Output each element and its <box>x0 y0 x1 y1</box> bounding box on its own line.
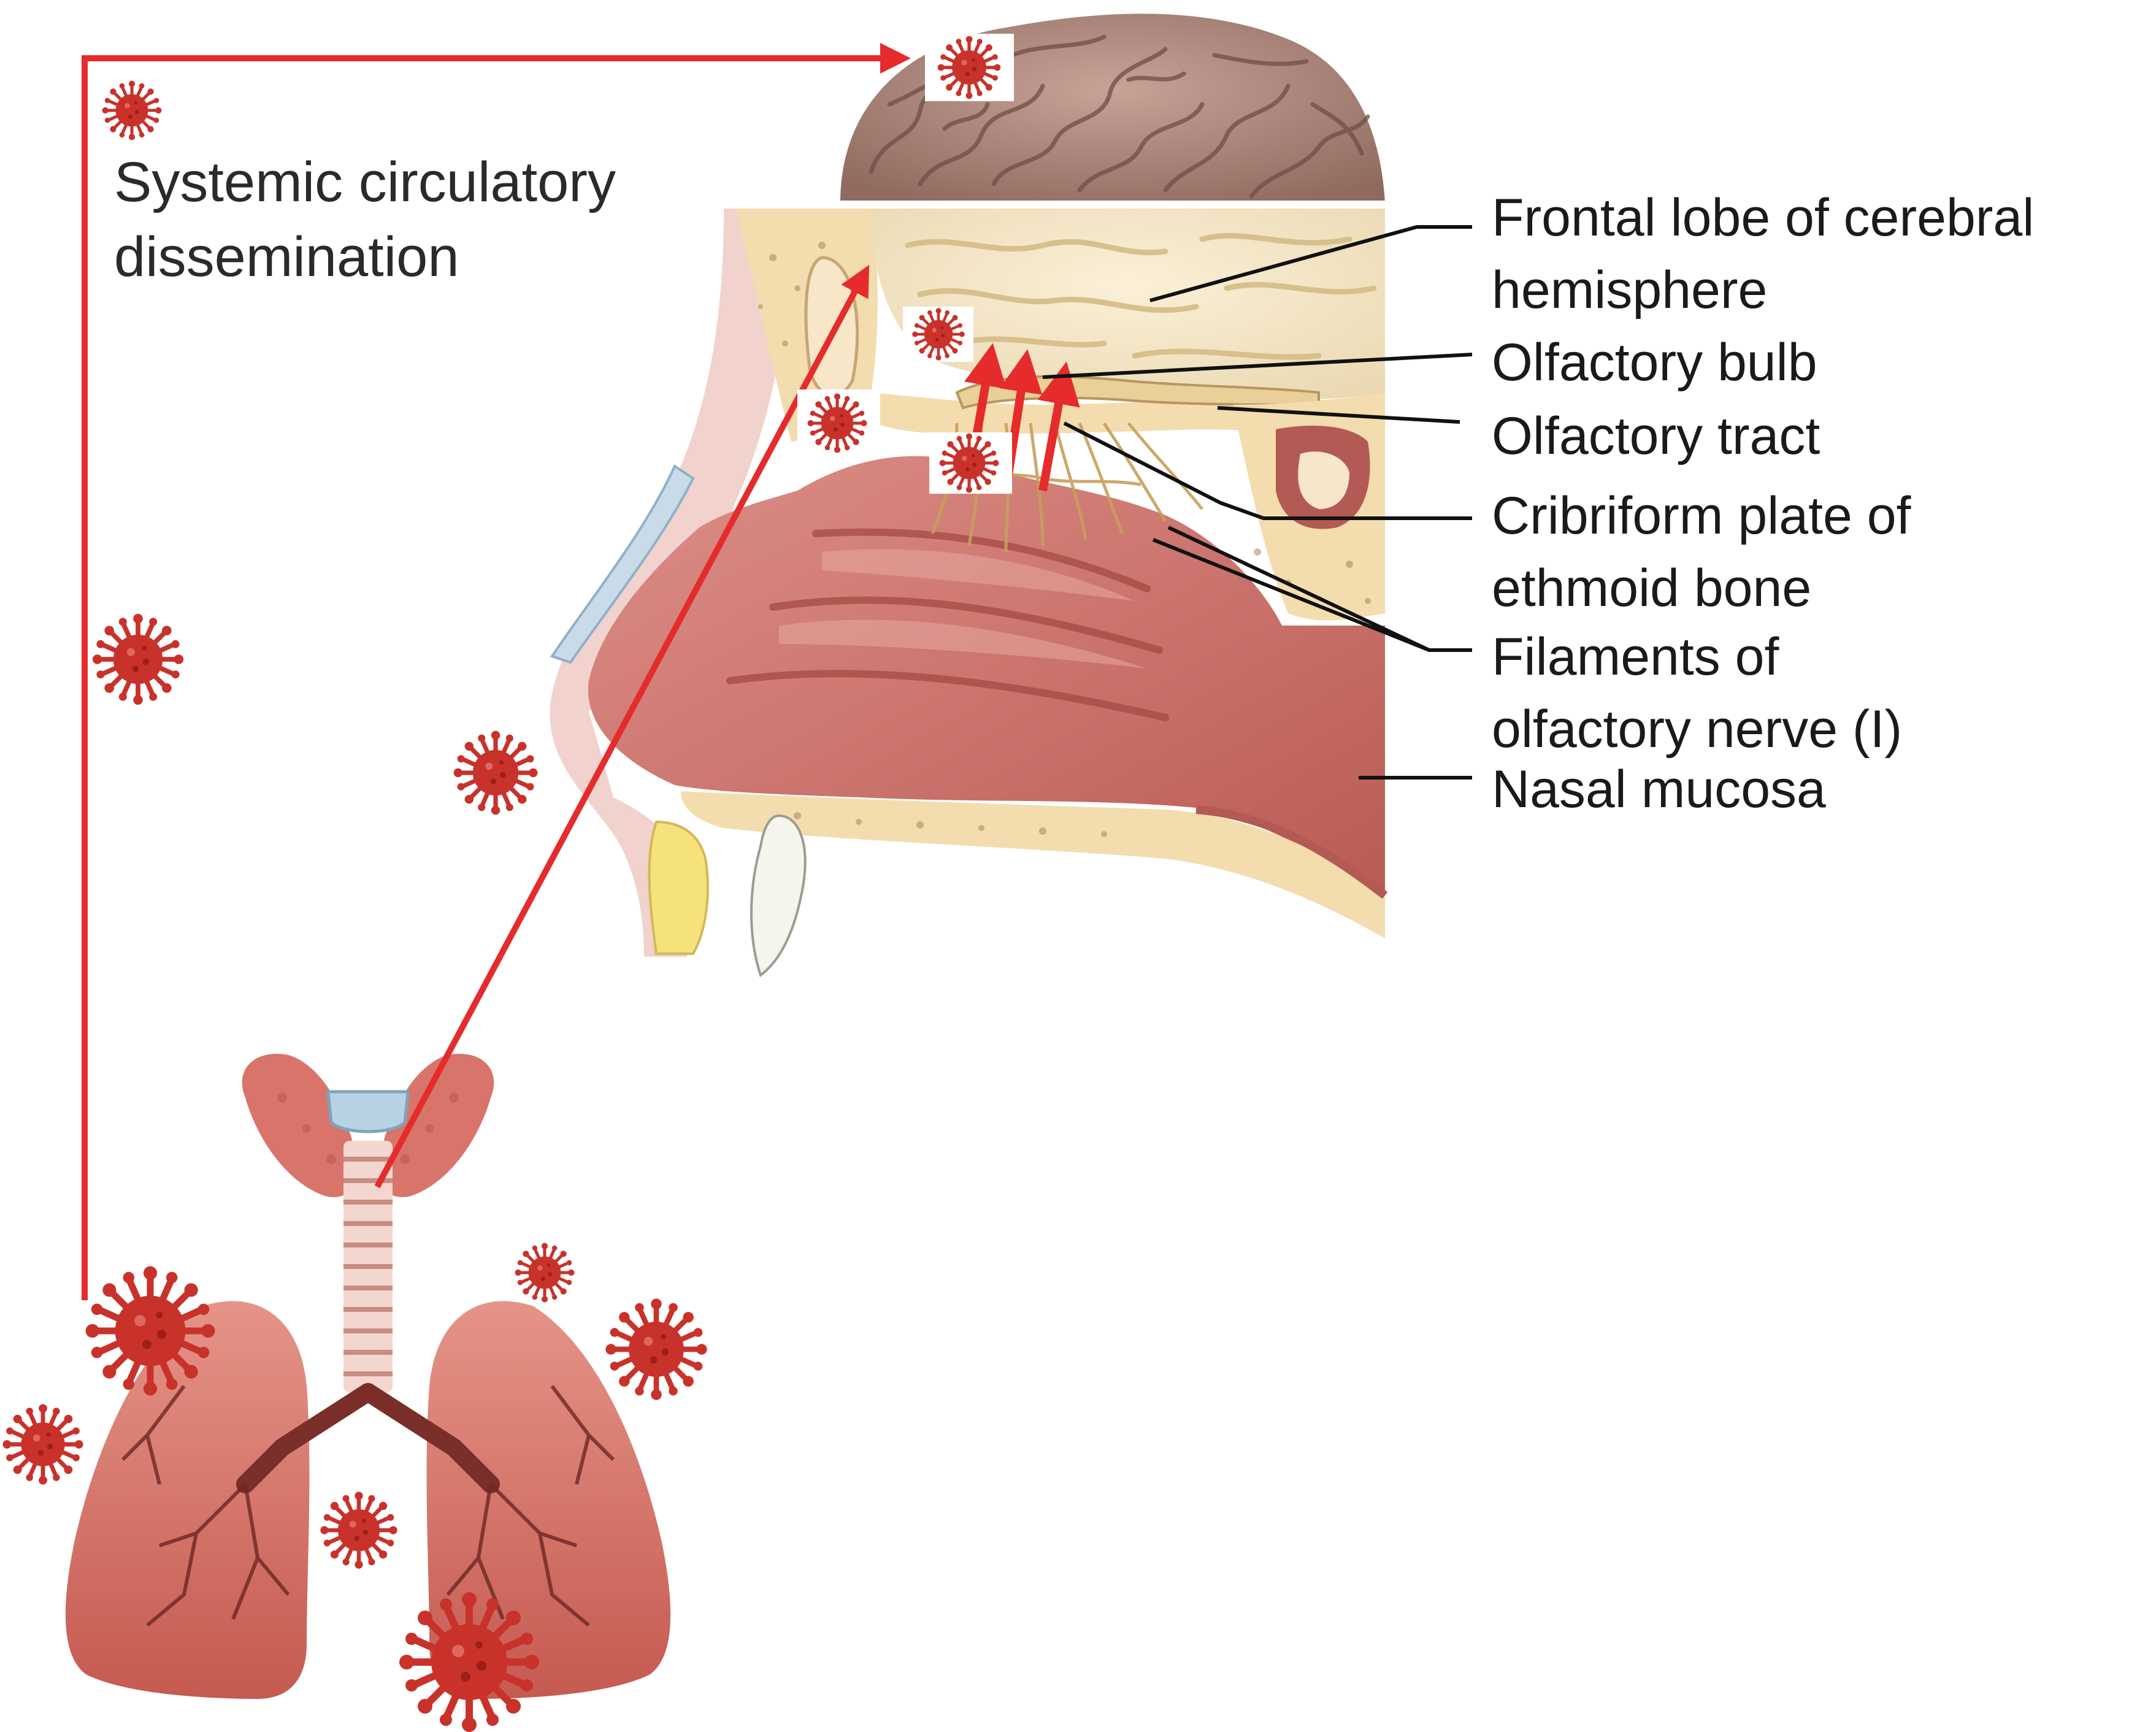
coronavirus-icon <box>2 34 1014 1732</box>
olfactory-tract-label: Olfactory tract <box>1492 407 1820 466</box>
olfactory-bulb-label: Olfactory bulb <box>1492 333 1817 392</box>
nasal-mucosa-label: Nasal mucosa <box>1492 760 1826 819</box>
frontal-lobe-label-line2: hemisphere <box>1492 261 1768 320</box>
systemic-circulation-arrow <box>82 43 911 1300</box>
systemic-circulatory-label-line2: dissemination <box>114 226 459 288</box>
leader-lines <box>1042 225 1473 780</box>
cribriform-plate-label-line1: Cribriform plate of <box>1492 486 1911 545</box>
olfactory-filaments-label-line1: Filaments of <box>1492 627 1779 686</box>
nasal-route-arrow <box>374 264 870 1189</box>
frontal-lobe-label-line1: Frontal lobe of cerebral <box>1492 188 2035 247</box>
systemic-circulatory-label-line1: Systemic circulatory <box>114 151 616 213</box>
olfactory-filaments-label-line2: olfactory nerve (I) <box>1492 700 1903 759</box>
cribriform-plate-label-line2: ethmoid bone <box>1492 559 1812 618</box>
brain-icon <box>840 13 1385 204</box>
lungs-icon <box>65 1054 671 1699</box>
